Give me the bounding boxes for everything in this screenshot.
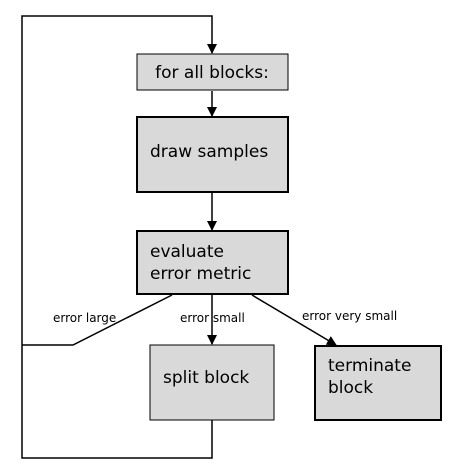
loop-back-connector xyxy=(21,15,217,459)
svg-text:draw samples: draw samples xyxy=(150,142,268,162)
arrow-evaluate-to-terminate xyxy=(251,294,337,346)
terminate-line-2: block xyxy=(328,378,373,398)
connectors xyxy=(21,15,337,459)
node-for-all-blocks: for all blocks: xyxy=(136,53,289,91)
evaluate-line-1: evaluate xyxy=(150,242,224,262)
svg-text:for all blocks:: for all blocks: xyxy=(155,63,269,83)
for-all-blocks-line-1: for all blocks: xyxy=(155,63,269,83)
draw-samples-line-1: draw samples xyxy=(150,142,268,162)
node-terminate-block: terminate block xyxy=(314,345,442,421)
terminate-line-1: terminate xyxy=(328,356,411,376)
edge-label-error-very-small: error very small xyxy=(302,309,397,323)
node-split-block: split block xyxy=(149,344,275,421)
split-block-line-1: split block xyxy=(163,368,249,388)
line-evaluate-error-large xyxy=(22,294,173,346)
edge-label-error-large: error large xyxy=(53,311,116,325)
svg-text:terminate block: terminate block xyxy=(328,356,417,398)
node-evaluate-error-metric: evaluate error metric xyxy=(136,230,289,295)
evaluate-line-2: error metric xyxy=(150,264,251,284)
edge-label-error-small: error small xyxy=(180,311,245,325)
node-draw-samples: draw samples xyxy=(136,116,289,193)
svg-text:evaluate error metric: evaluate error metric xyxy=(150,242,251,284)
svg-text:split block: split block xyxy=(163,368,249,388)
